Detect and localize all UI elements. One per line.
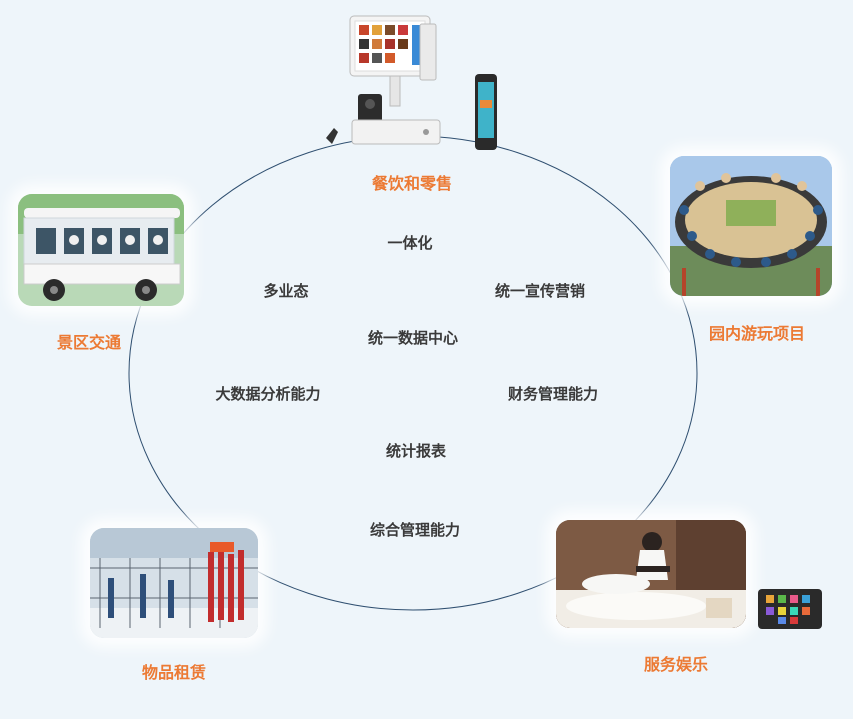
node-park-rides: 园内游玩项目 [708,324,806,343]
label-statistical-reports: 统计报表 [385,442,447,460]
shuttle-bus-image [18,194,184,306]
node-item-rental: 物品租赁 [141,663,207,682]
node-dining-retail: 餐饮和零售 [371,174,453,193]
node-scenic-transport: 景区交通 [56,333,122,352]
label-integration: 一体化 [387,234,433,252]
ski-rental-image [90,528,258,638]
amusement-ride-image [670,156,832,296]
label-unified-data-center: 统一数据中心 [367,329,459,347]
label-integrated-management: 综合管理能力 [369,521,461,539]
spa-service-image [556,520,746,628]
label-multi-business: 多业态 [263,282,309,300]
label-unified-marketing: 统一宣传营销 [494,282,586,300]
label-financial-management: 财务管理能力 [507,385,599,403]
pos-terminal-image [318,10,504,158]
label-big-data-analysis: 大数据分析能力 [215,385,321,403]
tablet-icon [758,589,822,629]
node-service-entertainment: 服务娱乐 [643,655,709,674]
